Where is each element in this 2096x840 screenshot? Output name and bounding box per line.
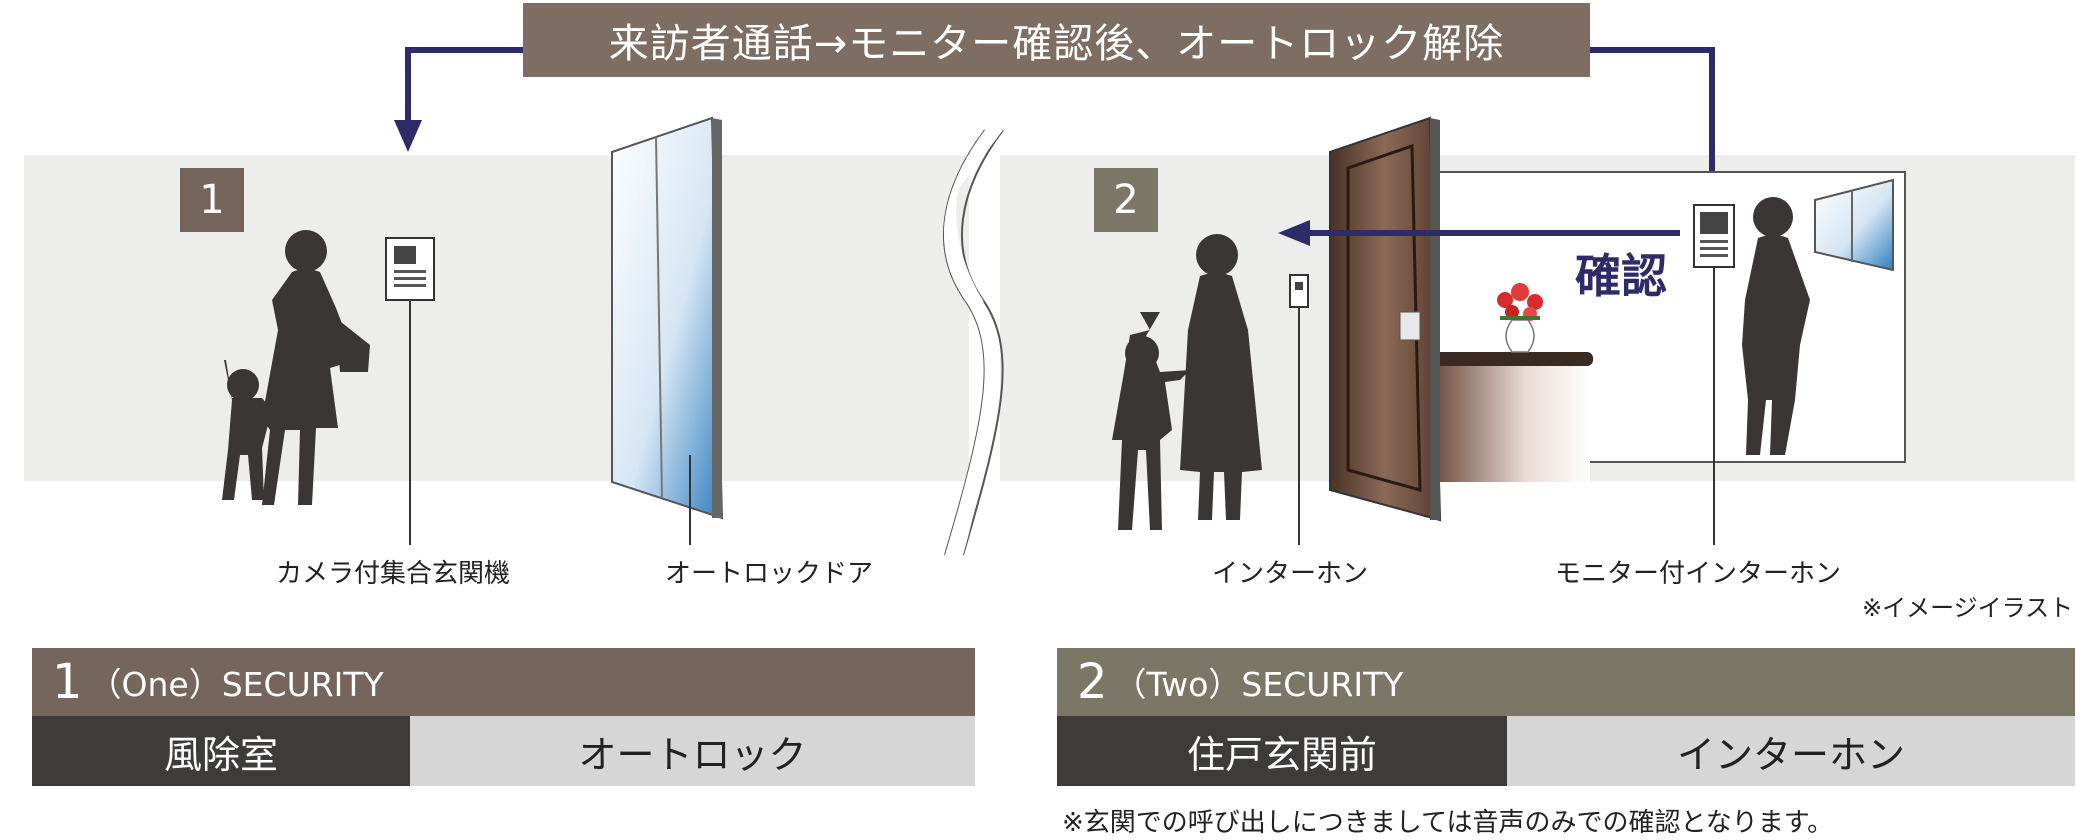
- security1-number: 1: [52, 654, 83, 710]
- door-intercom-label: インターホン: [1212, 559, 1369, 589]
- zone2-number-tag: 2: [1094, 168, 1158, 232]
- resident-silhouette: [1742, 197, 1810, 455]
- unlock-arrow-left: [405, 47, 523, 130]
- unlock-arrow-right: [1590, 47, 1715, 188]
- visitor-woman-silhouette: [1180, 234, 1262, 520]
- autolock-glass-door: [611, 116, 724, 545]
- confirm-label: 確認: [1575, 249, 1667, 303]
- security2-header: 2 （Two）SECURITY: [1057, 648, 2075, 716]
- mother-silhouette: [262, 230, 370, 505]
- apartment-entrance-door: [1329, 116, 1442, 522]
- flower-vase: [1497, 283, 1543, 353]
- monitor-intercom-label: モニター付インターホン: [1555, 559, 1842, 589]
- entrance-counter: [1428, 352, 1593, 482]
- security2-number: 2: [1077, 654, 1108, 710]
- zone1-floor: [24, 155, 969, 481]
- wavy-break-2: [960, 129, 1004, 556]
- process-banner: 来訪者通話→モニター確認後、オートロック解除: [523, 3, 1590, 77]
- security1-method: オートロック: [410, 716, 975, 786]
- security1-header: 1 （One）SECURITY: [32, 648, 975, 716]
- security1-title: （One）SECURITY: [88, 665, 384, 704]
- image-note: ※イメージイラスト: [1862, 594, 2074, 622]
- autolock-door-label: オートロックドア: [665, 559, 874, 589]
- entrance-intercom-panel: [385, 237, 435, 545]
- unlock-arrowhead: [394, 120, 422, 152]
- security2-title: （Two）SECURITY: [1113, 665, 1404, 704]
- security2-method: インターホン: [1507, 716, 2075, 786]
- child-silhouette: [222, 360, 272, 500]
- visitor-child-silhouette: [1112, 312, 1190, 530]
- monitor-intercom-device: [1693, 204, 1735, 545]
- confirm-arrowhead: [1278, 220, 1310, 246]
- footnote: ※玄関での呼び出しにつきましては音声のみでの確認となります。: [1062, 808, 1834, 838]
- door-intercom-device: [1289, 274, 1309, 545]
- security2-place: 住戸玄関前: [1057, 716, 1507, 786]
- zone1-number-tag: 1: [180, 168, 244, 232]
- entrance-unit-label: カメラ付集合玄関機: [276, 559, 511, 589]
- security1-place: 風除室: [32, 716, 410, 786]
- room-window: [1814, 178, 1894, 272]
